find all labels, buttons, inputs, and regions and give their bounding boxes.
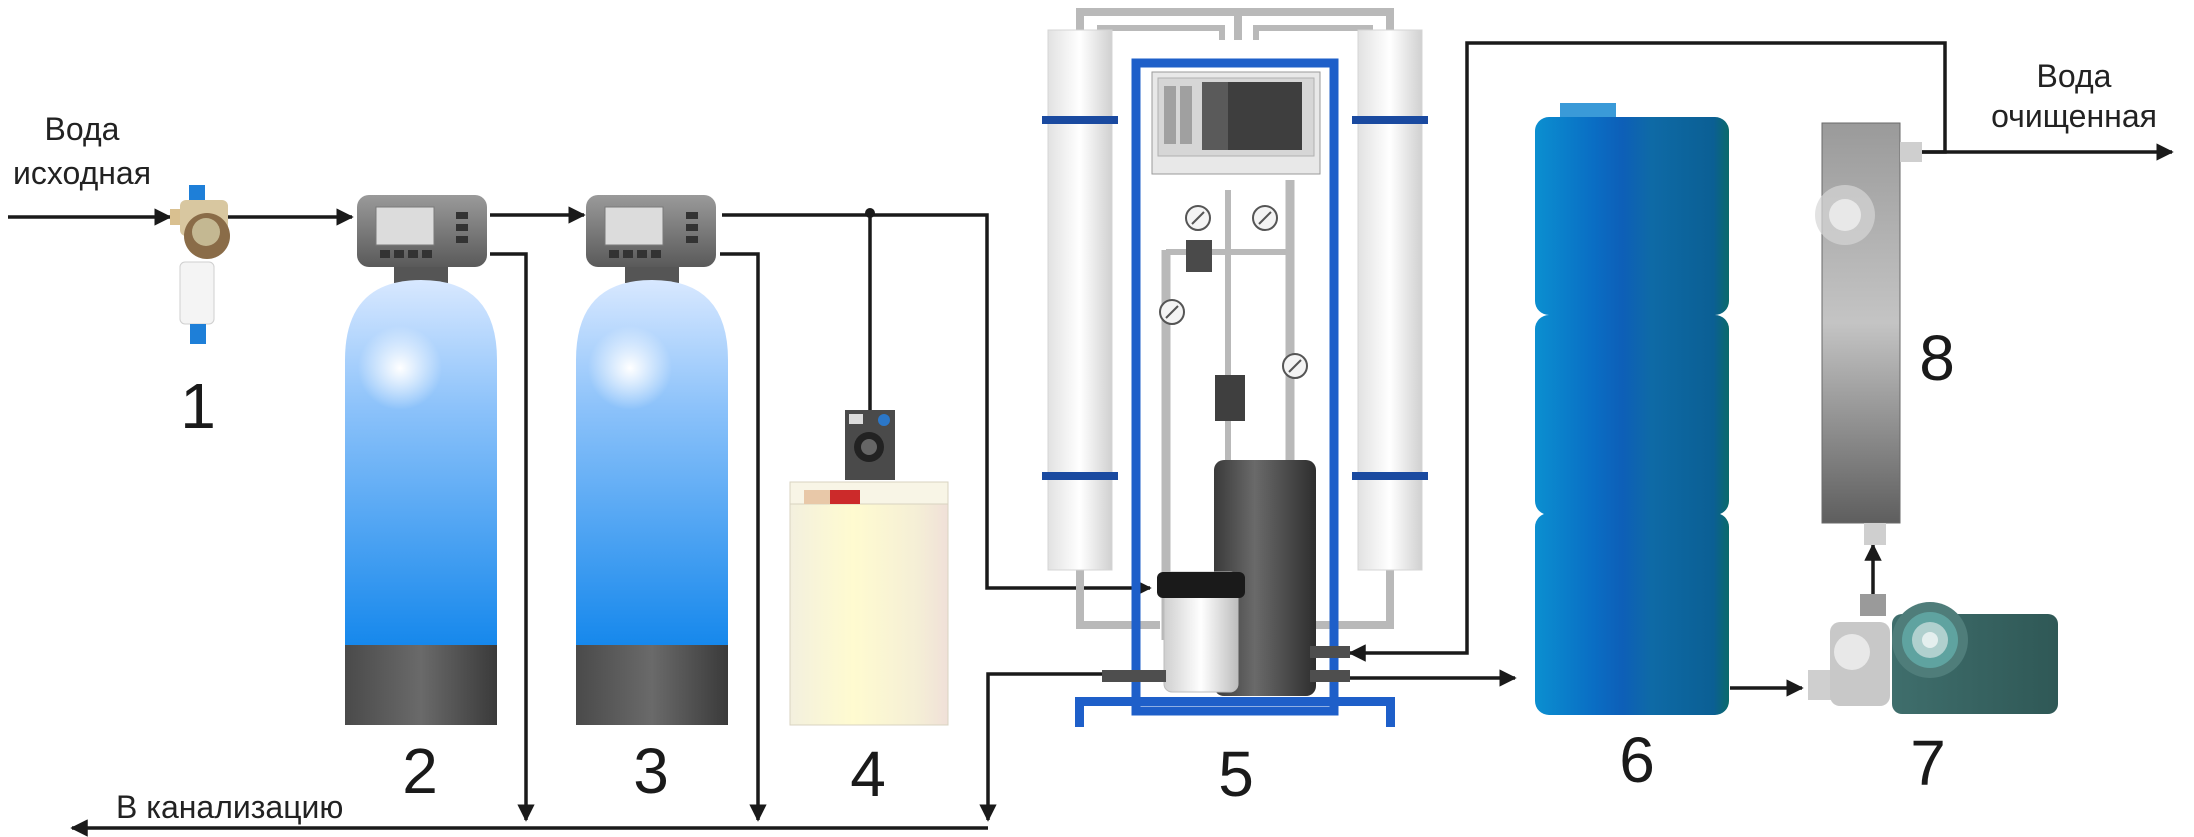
softener-vessel-2: [345, 195, 497, 725]
inlet-label-line1: Вода: [45, 111, 120, 147]
label-number-2: 2: [402, 735, 438, 807]
drain-label: В канализацию: [116, 789, 343, 825]
storage-tank-6: [1535, 103, 1729, 715]
reverse-osmosis-unit-5: [1042, 8, 1428, 727]
label-number-6: 6: [1619, 724, 1655, 796]
label-number-5: 5: [1218, 738, 1254, 810]
inlet-label-line2: исходная: [13, 155, 151, 191]
dosing-station-4: [789, 410, 949, 726]
prefilter-1: [170, 185, 230, 344]
label-number-4: 4: [850, 738, 886, 810]
outlet-label-line1: Вода: [2037, 58, 2112, 94]
outlet-label-line2: очищенная: [1991, 98, 2157, 134]
label-number-7: 7: [1910, 727, 1946, 799]
process-pipes: [8, 41, 2174, 837]
booster-pump-7: [1808, 594, 2058, 714]
uv-sterilizer-8: [1815, 122, 1922, 545]
label-number-1: 1: [180, 370, 216, 442]
softener-vessel-3: [576, 195, 728, 725]
label-number-3: 3: [633, 735, 669, 807]
label-number-8: 8: [1919, 322, 1955, 394]
